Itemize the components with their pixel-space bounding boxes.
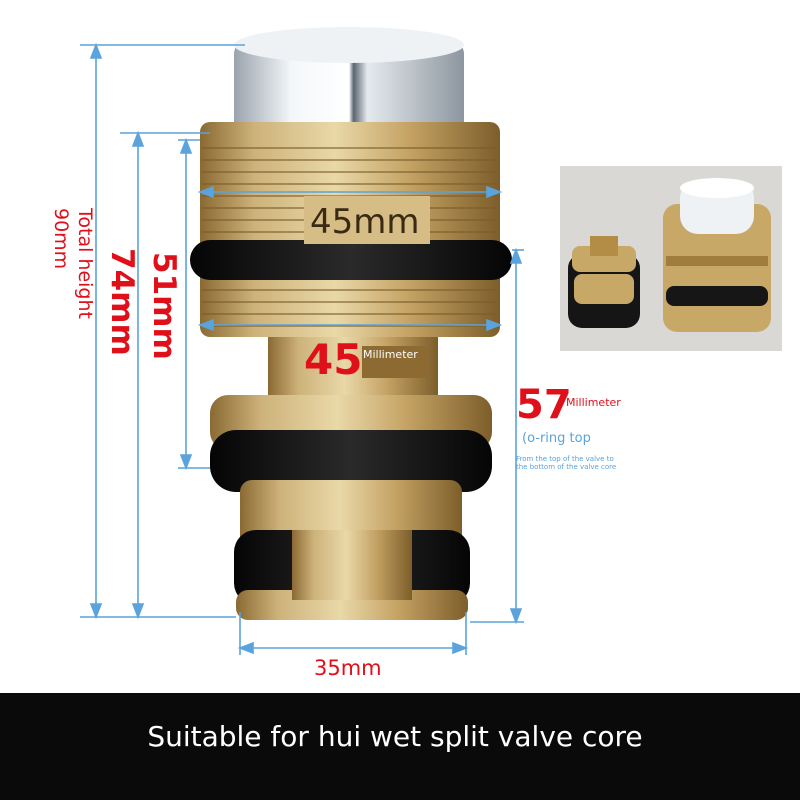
- small-note-line2: the bottom of the valve core: [516, 463, 617, 471]
- inset-product-photo: [560, 166, 782, 351]
- height-57-value: 57: [516, 382, 572, 428]
- inner-stem: [292, 530, 412, 600]
- height-74-label: 74mm: [104, 248, 140, 356]
- diameter-mid-value: 45: [304, 335, 363, 384]
- dimension-lines: [80, 42, 524, 655]
- small-note-line1: From the top of the valve to: [516, 455, 614, 463]
- height-51-label: 51mm: [146, 252, 182, 360]
- base-diameter-label: 35mm: [314, 656, 382, 680]
- oring-note: (o-ring top: [522, 431, 591, 446]
- caption-bar: [0, 693, 800, 800]
- upper-o-ring: [190, 240, 512, 280]
- chrome-cap-top: [234, 27, 464, 63]
- middle-o-ring: [210, 430, 492, 492]
- diameter-mid-unit-bg: [362, 346, 428, 378]
- diameter-top-text: 45mm: [310, 202, 420, 242]
- diameter-mid-unit: Millimeter: [363, 348, 418, 361]
- total-height-label-line2: 90mm: [50, 208, 72, 270]
- total-height-label-line1: Total height: [74, 208, 96, 319]
- diameter-top-label: [304, 196, 430, 244]
- height-57-unit: Millimeter: [566, 396, 621, 409]
- caption-text: Suitable for hui wet split valve core: [147, 720, 643, 753]
